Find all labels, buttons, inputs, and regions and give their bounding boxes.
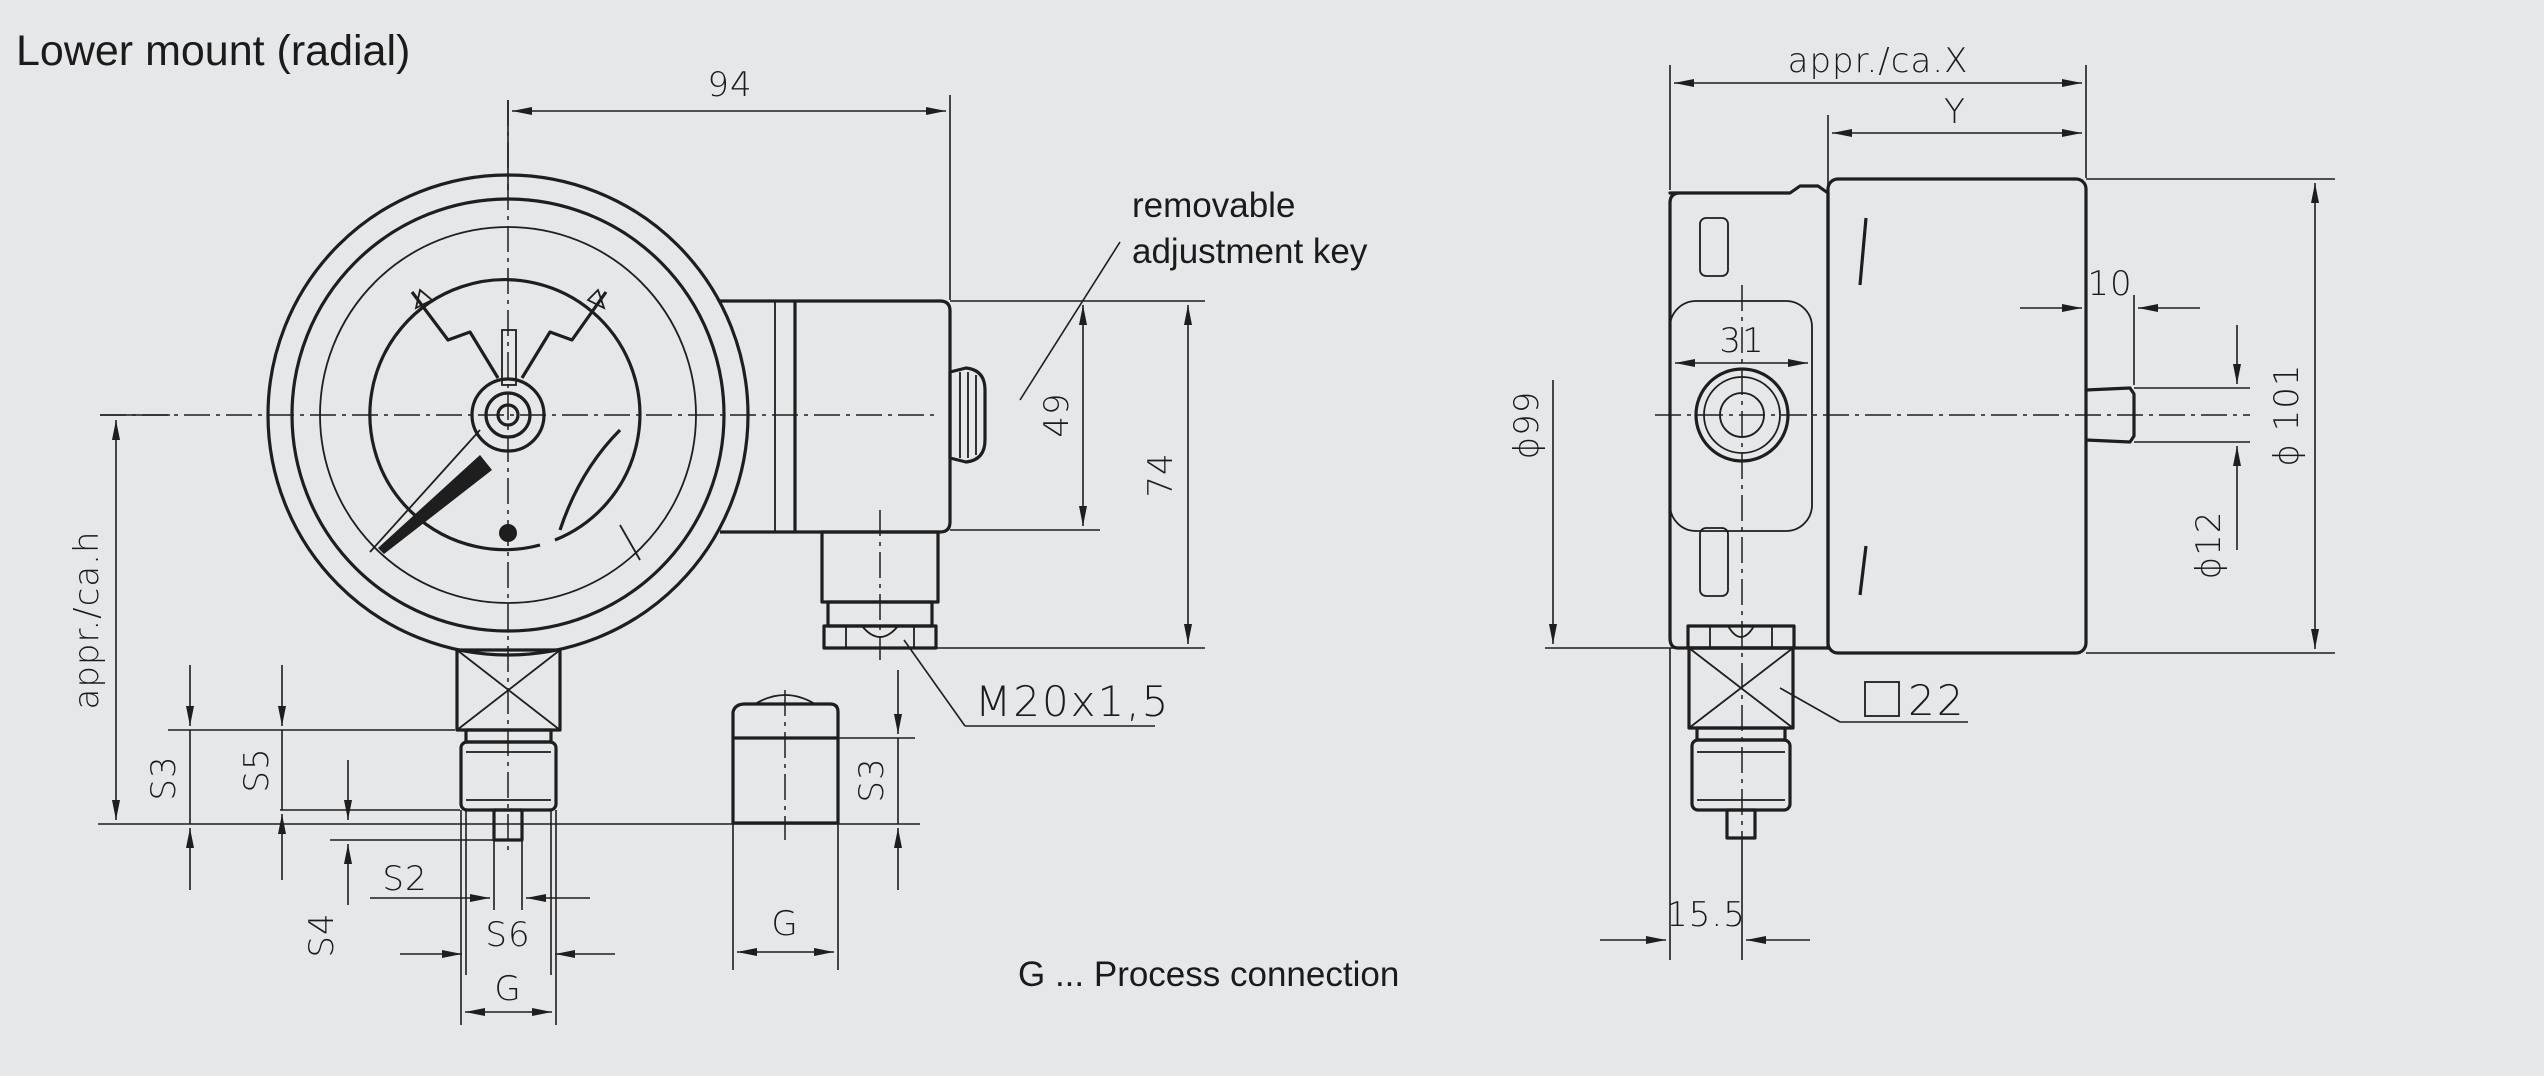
thread-size-label: M20x1,5 [975, 677, 1170, 726]
side-socket-collar-detail [1709, 625, 1773, 648]
dim-s5-label: S5 [237, 747, 277, 792]
dim-101-label: ϕ 101 [2267, 363, 2307, 466]
side-gauge-case [1826, 177, 2088, 655]
side-case-mark-top [1858, 217, 1868, 286]
dim-g2-label: G [771, 904, 798, 944]
leader-square22 [1779, 687, 1841, 723]
leader-adjustment-key [1019, 241, 1121, 401]
side-contact-housing [1668, 184, 1830, 650]
side-socket-spigot [1725, 808, 1757, 840]
side-view: appr./ca.X Y 10 31 ϕ99 ϕ 101 ϕ12 22 [1507, 41, 2335, 960]
square-symbol [1864, 681, 1900, 717]
adjuster-stem [501, 329, 517, 386]
dim-y-label: Y [1944, 92, 1966, 132]
dim-s4-label: S4 [302, 912, 342, 957]
dim-99-label: ϕ99 [1507, 391, 1547, 460]
note-key-line2: adjustment key [1132, 232, 1368, 271]
knob-knurl [959, 372, 977, 458]
dim-g1-label: G [494, 969, 521, 1009]
note-process-connection: G ... Process connection [1018, 955, 1399, 994]
dim-31-label: 31 [1719, 321, 1764, 361]
dim-22-label: 22 [1908, 676, 1965, 725]
dim-s3-label: S3 [144, 755, 184, 800]
side-slot-bottom [1699, 527, 1729, 597]
main-pointer [378, 455, 492, 554]
dim-49-label: 49 [1037, 392, 1077, 437]
setpoint-pointer-right [520, 291, 608, 379]
scale-window-edge [558, 428, 622, 531]
dim-height-label: appr./ca.h [67, 530, 107, 709]
setpoint-pointer-left [410, 291, 500, 379]
thread-sample-top [731, 702, 840, 738]
setpoint-pointer-left-tip [414, 288, 434, 310]
drawing-title: Lower mount (radial) [16, 27, 410, 75]
scale-mark [619, 524, 641, 561]
side-socket-thread-lines [1697, 751, 1785, 801]
dim-s3b-label: S3 [852, 757, 892, 802]
main-pointer-outline [369, 429, 481, 553]
side-socket-neck [1695, 726, 1787, 742]
side-case-mark-bottom [1858, 545, 1868, 596]
dim-s6-label: S6 [485, 915, 530, 955]
dim-74-label: 74 [1141, 452, 1181, 497]
dim-155-label: 15.5 [1666, 895, 1746, 935]
setpoint-pointer-right-tip [586, 288, 606, 310]
side-slot-top [1699, 217, 1729, 277]
side-cover-outline [1669, 300, 1813, 532]
side-socket-cross-b [1688, 647, 1794, 729]
dim-x-label: appr./ca.X [1788, 41, 1969, 81]
adjustment-key-knob [948, 366, 987, 464]
dim-s2-label: S2 [382, 859, 427, 899]
dim-12-label: ϕ12 [2189, 511, 2229, 580]
dim-94-label: 94 [707, 65, 752, 105]
note-key-line1: removable [1132, 186, 1295, 225]
front-view: 94 49 74 removable adjustment key M20x1,… [67, 65, 1399, 1025]
dim-10-label: 10 [2087, 264, 2132, 304]
contact-housing [720, 299, 952, 534]
leader-thread [903, 639, 966, 727]
